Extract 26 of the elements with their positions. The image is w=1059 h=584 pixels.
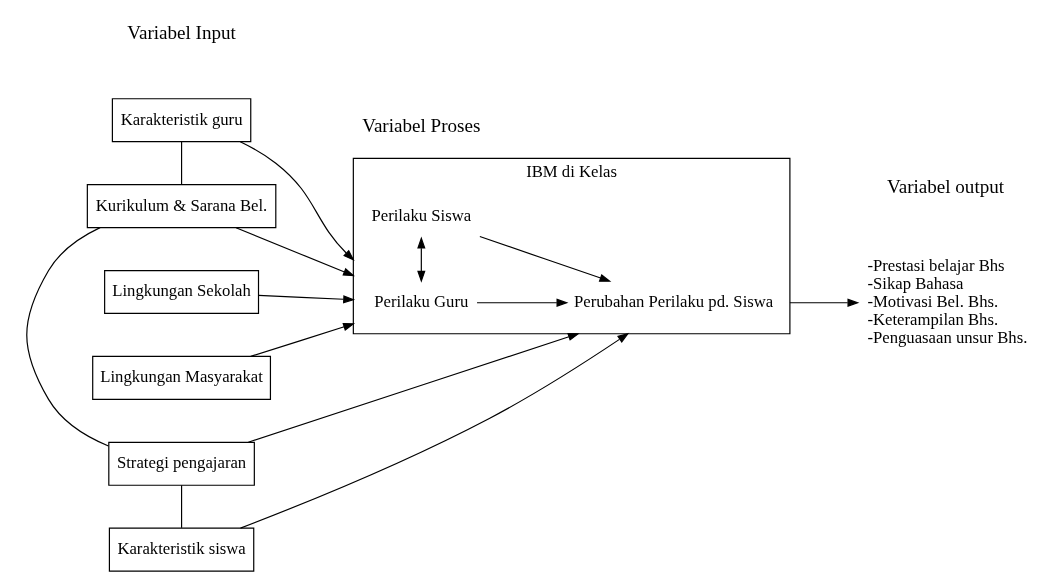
- node-text: Perilaku Guru: [373, 292, 468, 312]
- arrow: [788, 298, 859, 307]
- connector: [180, 484, 182, 529]
- arrow: [239, 332, 629, 529]
- node-box: Karakteristik siswa: [108, 527, 254, 572]
- node-box: Lingkungan Masyarakat: [91, 355, 271, 400]
- label: Variabel output: [886, 175, 1004, 197]
- connector: [25, 227, 109, 447]
- node-text: Perilaku Siswa: [371, 206, 471, 226]
- arrow: [416, 236, 425, 283]
- node-box: Strategi pengajaran: [107, 441, 255, 486]
- arrow: [257, 294, 355, 304]
- arrow: [247, 332, 580, 443]
- arrow: [249, 322, 355, 357]
- arrow: [239, 141, 355, 262]
- arrow: [234, 227, 355, 277]
- label: Variabel Proses: [361, 114, 480, 136]
- node-text: -Prestasi belajar Bhs -Sikap Bahasa -Motivasi Bel. Bhs. -Keterampilan Bhs. -Penguasaan unsur Bhs.: [866, 256, 1027, 347]
- arrow: [475, 298, 568, 307]
- node-box: Karakteristik guru: [111, 98, 251, 143]
- arrow: [478, 235, 611, 282]
- connector: [180, 141, 182, 185]
- node-box: Lingkungan Sekolah: [103, 269, 259, 315]
- node-box: Kurikulum & Sarana Bel.: [86, 184, 276, 229]
- node-text: Perubahan Perilaku pd. Siswa: [573, 292, 773, 312]
- label: Variabel Input: [126, 21, 236, 43]
